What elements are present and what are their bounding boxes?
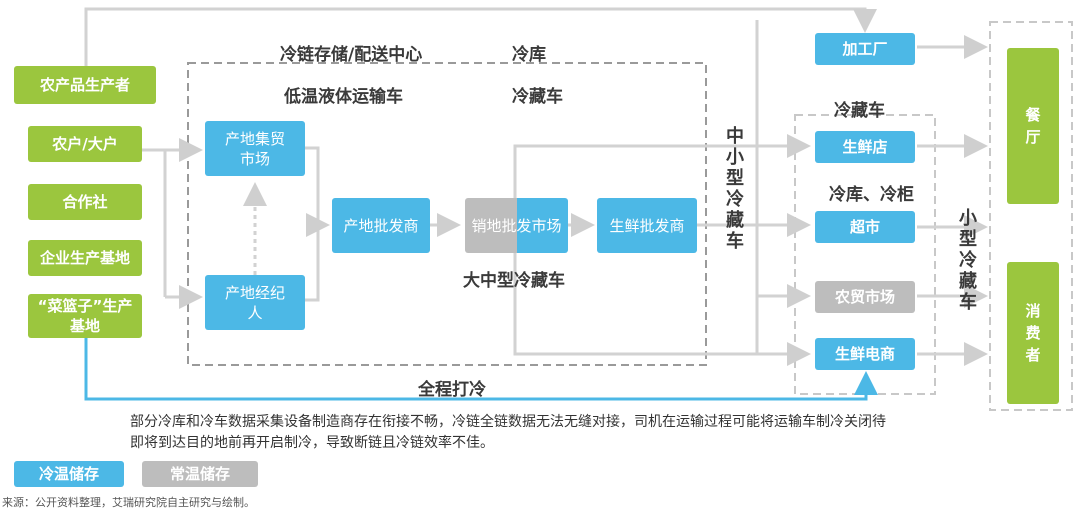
source-text: 来源：公开资料整理，艾瑞研究院自主研究与绘制。 [2,496,255,509]
sales-wholesale-market: 销地批发市场 [465,198,568,253]
origin-agent: 产地经纪人 [205,275,305,330]
origin-wholesale: 产地批发商 [332,198,430,253]
fresh-wholesale: 生鲜批发商 [597,198,697,253]
label-mid-small-truck: 中小型冷藏车 [726,126,744,252]
label-cold-storage: 冷库 [512,45,546,65]
cold-center-region [187,62,707,366]
note-text: 部分冷库和冷车数据采集设备制造商存在衔接不畅，冷链全链数据无法无缝对接，司机在运… [130,414,886,451]
producer-coop: 合作社 [28,184,142,220]
fresh-store: 生鲜店 [815,131,915,163]
consumer: 消费者 [1007,262,1059,404]
producer-enterprise: 企业生产基地 [28,240,142,276]
label-large-truck: 大中型冷藏车 [463,271,565,291]
origin-market: 产地集贸市场 [205,121,305,176]
restaurant: 餐厅 [1007,48,1059,204]
fresh-ecommerce: 生鲜电商 [815,338,915,370]
processing-plant: 加工厂 [815,33,915,65]
producer-basket: “菜篮子”生产基地 [28,294,142,338]
end-region [989,21,1073,411]
label-cold-cabinet: 冷库、冷柜 [829,185,914,205]
label-cold-center: 冷链存储/配送中心 [280,45,423,65]
farmers-market: 农贸市场 [815,281,915,313]
label-refrigerated-truck: 冷藏车 [512,87,563,107]
legend-normal: 常温储存 [142,461,258,487]
supermarket: 超市 [815,211,915,243]
label-right-truck: 冷藏车 [834,101,885,121]
legend-cold: 冷温储存 [14,461,124,487]
full-chain-line [84,330,878,401]
label-small-truck: 小型冷藏车 [959,208,977,313]
label-full-chain: 全程打冷 [418,380,486,400]
producer-agri: 农产品生产者 [14,66,156,104]
producer-farmers: 农户/大户 [28,126,142,162]
label-low-temp-truck: 低温液体运输车 [284,87,403,107]
